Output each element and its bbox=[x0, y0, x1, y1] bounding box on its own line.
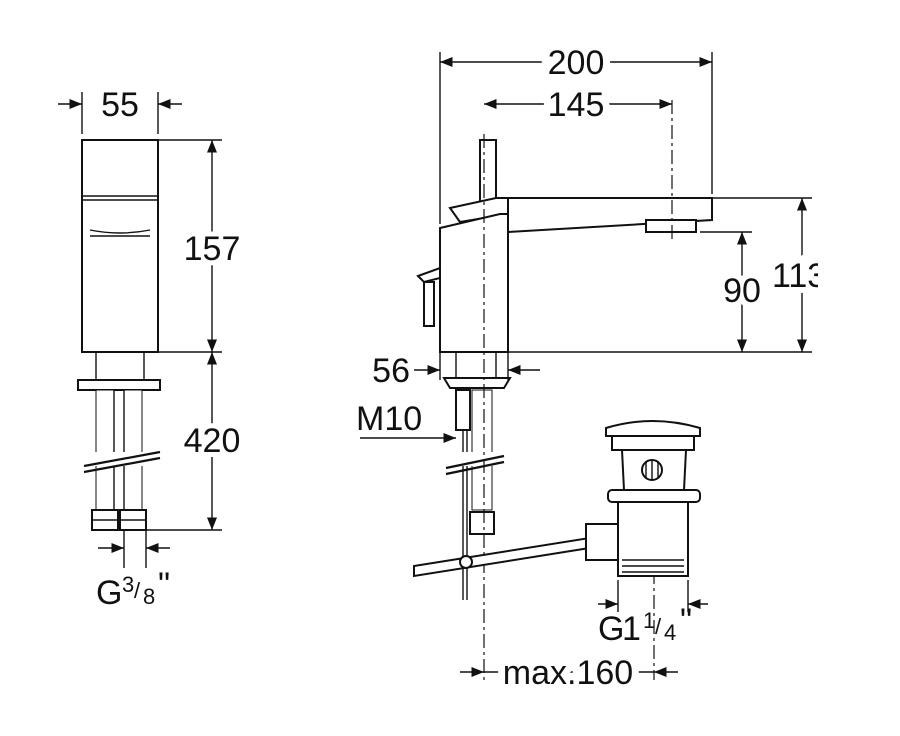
thread-unit: " bbox=[158, 566, 170, 604]
popup-waste bbox=[585, 420, 701, 577]
hose-length-label: 420 bbox=[184, 422, 241, 460]
thread-frac-numerator: 3 bbox=[122, 572, 134, 597]
waste-frac-numerator: 1 bbox=[643, 608, 655, 633]
spout-outline bbox=[89, 229, 151, 234]
crop-mask bbox=[818, 250, 900, 300]
mounting-nut bbox=[442, 377, 512, 389]
popup-knob bbox=[416, 266, 441, 284]
rod-thread-label: M10 bbox=[356, 400, 422, 438]
waste-thread-label: G bbox=[598, 610, 624, 648]
popup-rod-top bbox=[423, 281, 435, 327]
spout-reach-label: 145 bbox=[548, 86, 605, 124]
break-line bbox=[445, 454, 505, 470]
mounting-stem bbox=[455, 351, 497, 379]
waste-thread-unit: " bbox=[680, 602, 692, 640]
spout-height-label: 90 bbox=[723, 272, 761, 310]
faucet-body-side bbox=[439, 213, 509, 353]
break-line bbox=[83, 456, 161, 474]
flex-hose bbox=[471, 389, 493, 511]
flex-hose-right bbox=[123, 389, 143, 511]
thread-frac-slash: / bbox=[134, 578, 141, 603]
front-view: 55 157 420 G 3 / 8 " bbox=[58, 86, 245, 612]
thread-size-label: G bbox=[96, 574, 122, 612]
max-distance-label: max.160 bbox=[503, 654, 633, 692]
waste-nut bbox=[607, 489, 701, 503]
waste-body bbox=[617, 501, 689, 577]
spout bbox=[507, 197, 713, 234]
base-diameter-label: 56 bbox=[372, 352, 410, 390]
hose-nut bbox=[469, 511, 495, 535]
flex-hose-left bbox=[95, 389, 115, 511]
break-line bbox=[445, 460, 505, 476]
mounting-nut bbox=[77, 379, 161, 391]
width-dimension-label: 55 bbox=[101, 86, 139, 124]
waste-flange bbox=[611, 435, 695, 451]
waste-frac-slash: / bbox=[655, 614, 662, 639]
thread-frac-denominator: 8 bbox=[143, 584, 155, 609]
height-dimension-label: 157 bbox=[184, 230, 241, 268]
waste-frac-denominator: 4 bbox=[664, 620, 676, 645]
overall-width-label: 200 bbox=[548, 44, 605, 82]
aerator bbox=[645, 219, 697, 233]
threaded-rod bbox=[113, 389, 125, 511]
faucet-body-front bbox=[81, 139, 159, 353]
side-view: 200 145 90 113 56 M10 G 1 1 / 4 bbox=[356, 37, 900, 699]
waste-plug bbox=[605, 420, 701, 437]
break-line bbox=[83, 450, 161, 468]
linkage-rod bbox=[413, 534, 603, 578]
break-mask bbox=[446, 452, 506, 466]
rod-clip bbox=[459, 555, 473, 569]
mounting-stem bbox=[95, 351, 145, 381]
rod-coupling bbox=[455, 389, 471, 431]
waste-linkage-port bbox=[585, 523, 619, 561]
waste-thread-whole: 1 bbox=[622, 610, 641, 648]
